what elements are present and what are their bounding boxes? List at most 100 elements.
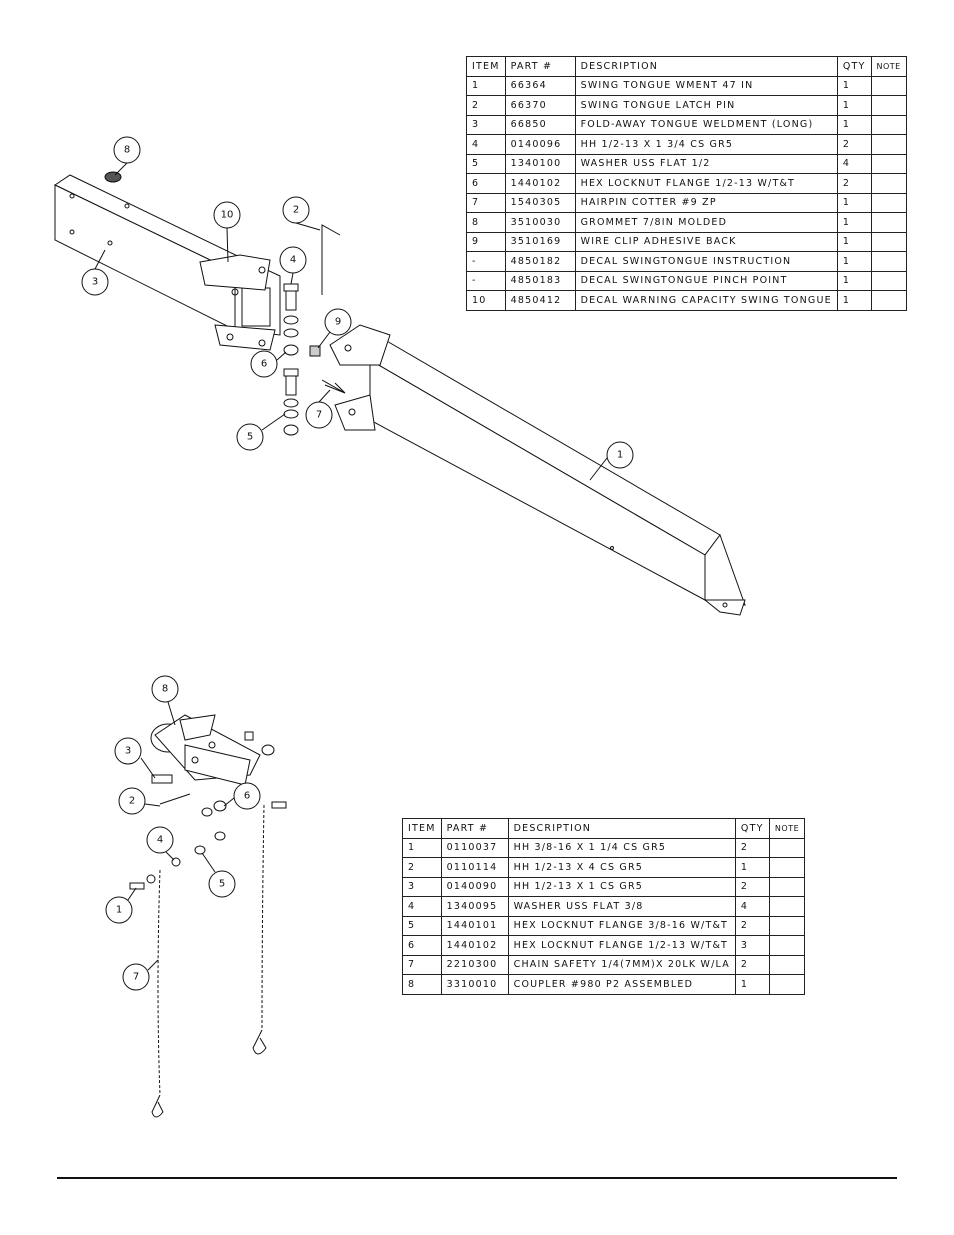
coupler-callout-1: 1 xyxy=(105,896,133,924)
callout-6: 6 xyxy=(250,350,278,378)
footer-divider xyxy=(57,1177,897,1179)
cell-qty: 1 xyxy=(836,212,872,233)
cell-part: 3510169 xyxy=(504,231,576,252)
callout-4: 4 xyxy=(279,246,307,274)
svg-text:8: 8 xyxy=(124,145,130,156)
callout-8: 8 xyxy=(113,136,141,164)
header-item: ITEM xyxy=(466,56,506,77)
cell-qty: 2 xyxy=(734,915,770,936)
cell-part: 2210300 xyxy=(440,954,509,975)
svg-text:5: 5 xyxy=(247,432,253,443)
cell-qty: 4 xyxy=(836,153,872,174)
cell-qty: 1 xyxy=(836,270,872,291)
cell-note xyxy=(768,857,806,878)
cell-part: 4850183 xyxy=(504,270,576,291)
table-header: ITEM PART # DESCRIPTION QTY NOTE xyxy=(466,56,907,77)
coupler-callout-5: 5 xyxy=(208,870,236,898)
cell-part: 66370 xyxy=(504,95,576,116)
cell-part: 3510030 xyxy=(504,212,576,233)
svg-text:4: 4 xyxy=(290,255,296,266)
svg-text:8: 8 xyxy=(162,684,168,695)
cell-item: 3 xyxy=(402,876,442,897)
cell-item: 2 xyxy=(466,95,506,116)
cell-part: 1540305 xyxy=(504,192,576,213)
cell-part: 66850 xyxy=(504,114,576,135)
coupler-drawing xyxy=(129,714,287,890)
cell-note xyxy=(870,153,907,174)
callout-1: 1 xyxy=(606,441,634,469)
tongue-callouts: 8 10 2 3 4 9 6 7 5 1 xyxy=(81,136,634,469)
coupler-callout-8: 8 xyxy=(151,675,179,703)
cell-description: HH 3/8-16 X 1 1/4 CS GR5 xyxy=(507,837,736,858)
svg-text:9: 9 xyxy=(335,317,341,328)
cell-description: HH 1/2-13 X 4 CS GR5 xyxy=(507,857,736,878)
svg-text:6: 6 xyxy=(244,791,250,802)
cell-item: 6 xyxy=(466,173,506,194)
cell-qty: 3 xyxy=(734,935,770,956)
coupler-callout-6: 6 xyxy=(233,782,261,810)
cell-part: 66364 xyxy=(504,75,576,96)
coupler-leader-lines xyxy=(127,701,235,971)
header-item: ITEM xyxy=(402,818,442,839)
cell-part: 1340095 xyxy=(440,896,509,917)
coupler-callout-4: 4 xyxy=(146,826,174,854)
cell-item: 5 xyxy=(402,915,442,936)
cell-part: 1440101 xyxy=(440,915,509,936)
cell-item: 4 xyxy=(402,896,442,917)
cell-qty: 1 xyxy=(836,231,872,252)
cell-note xyxy=(870,75,907,96)
leader-lines xyxy=(94,162,608,481)
table-header: ITEM PART # DESCRIPTION QTY NOTE xyxy=(402,818,806,839)
cell-qty: 2 xyxy=(836,134,872,155)
cell-note xyxy=(870,270,907,291)
cell-description: HAIRPIN COTTER #9 ZP xyxy=(574,192,838,213)
cell-description: WIRE CLIP ADHESIVE BACK xyxy=(574,231,838,252)
cell-item: 10 xyxy=(466,290,506,311)
cell-item: 8 xyxy=(402,974,442,995)
cell-description: FOLD-AWAY TONGUE WELDMENT (LONG) xyxy=(574,114,838,135)
header-part: PART # xyxy=(440,818,509,839)
cell-qty: 1 xyxy=(836,114,872,135)
cell-part: 4850182 xyxy=(504,251,576,272)
cell-note xyxy=(870,251,907,272)
callout-5: 5 xyxy=(236,423,264,451)
cell-note xyxy=(870,134,907,155)
cell-part: 1340100 xyxy=(504,153,576,174)
cell-description: SWING TONGUE WMENT 47 IN xyxy=(574,75,838,96)
svg-text:2: 2 xyxy=(129,796,135,807)
safety-chain-right xyxy=(252,804,267,1055)
coupler-callouts: 8 3 2 6 4 5 1 7 xyxy=(105,675,261,991)
cell-description: HEX LOCKNUT FLANGE 1/2-13 W/T&T xyxy=(507,935,736,956)
cell-note xyxy=(768,974,806,995)
svg-text:7: 7 xyxy=(316,410,322,421)
callout-9: 9 xyxy=(324,308,352,336)
header-description: DESCRIPTION xyxy=(574,56,838,77)
cell-qty: 1 xyxy=(836,251,872,272)
coupler-callout-7: 7 xyxy=(122,963,150,991)
cell-part: 0140090 xyxy=(440,876,509,897)
header-note: NOTE xyxy=(768,818,806,839)
cell-note xyxy=(870,231,907,252)
cell-note xyxy=(870,173,907,194)
cell-item: 4 xyxy=(466,134,506,155)
cell-note xyxy=(768,837,806,858)
cell-part: 1440102 xyxy=(504,173,576,194)
cell-qty: 1 xyxy=(734,857,770,878)
svg-text:6: 6 xyxy=(261,359,267,370)
cell-item: 7 xyxy=(466,192,506,213)
svg-text:2: 2 xyxy=(293,205,299,216)
